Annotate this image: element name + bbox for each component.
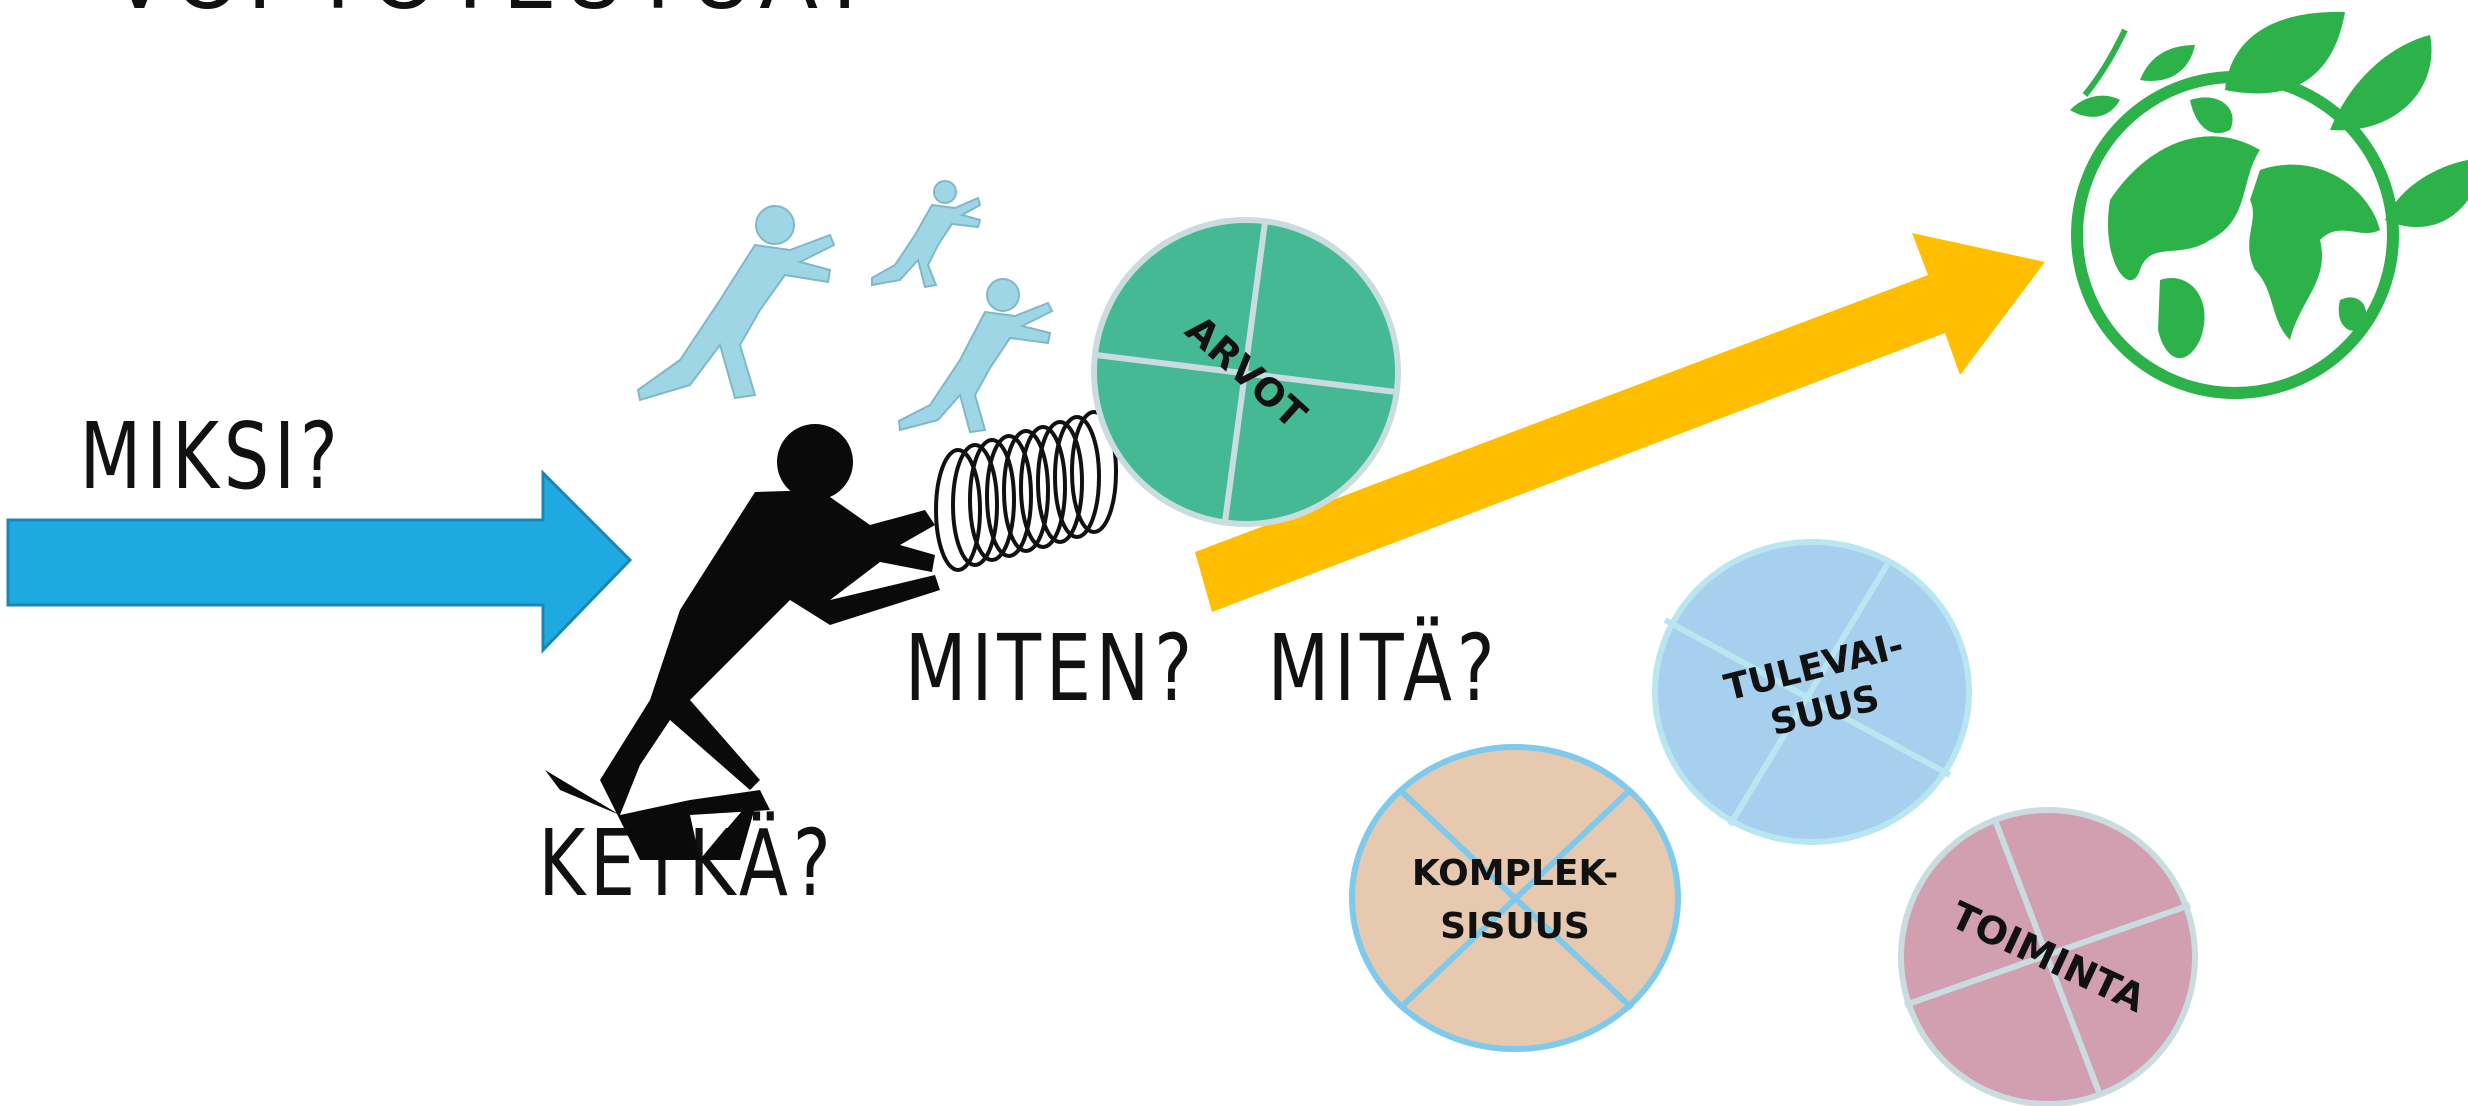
pushing-person-icon — [545, 424, 940, 860]
yellow-arrow-icon — [1195, 233, 2045, 612]
label-mita: MITÄ? — [1267, 615, 1499, 722]
spring-icon — [934, 410, 1118, 572]
wheel-kompleksisuus-line1: KOMPLEK- — [1412, 853, 1618, 894]
wheel-tulevaisuus: TULEVAI- SUUS — [1652, 539, 1972, 845]
wheel-kompleksisuus: KOMPLEK- SISUUS — [1349, 744, 1681, 1052]
title-partial: VOI TOTEUTUA? — [110, 0, 876, 29]
wheel-toiminta: TOIMINTA — [1898, 807, 2198, 1106]
wheel-kompleksisuus-line2: SISUUS — [1440, 906, 1590, 947]
blue-arrow-icon — [6, 469, 633, 654]
globe-icon — [2070, 11, 2468, 399]
label-miten: MITEN? — [905, 615, 1197, 722]
helper-person-icon — [871, 180, 982, 289]
label-miksi: MIKSI? — [80, 403, 343, 510]
helper-person-icon — [897, 278, 1054, 434]
wheel-arvot: ARVOT — [1091, 217, 1401, 527]
helper-person-icon — [636, 205, 836, 402]
